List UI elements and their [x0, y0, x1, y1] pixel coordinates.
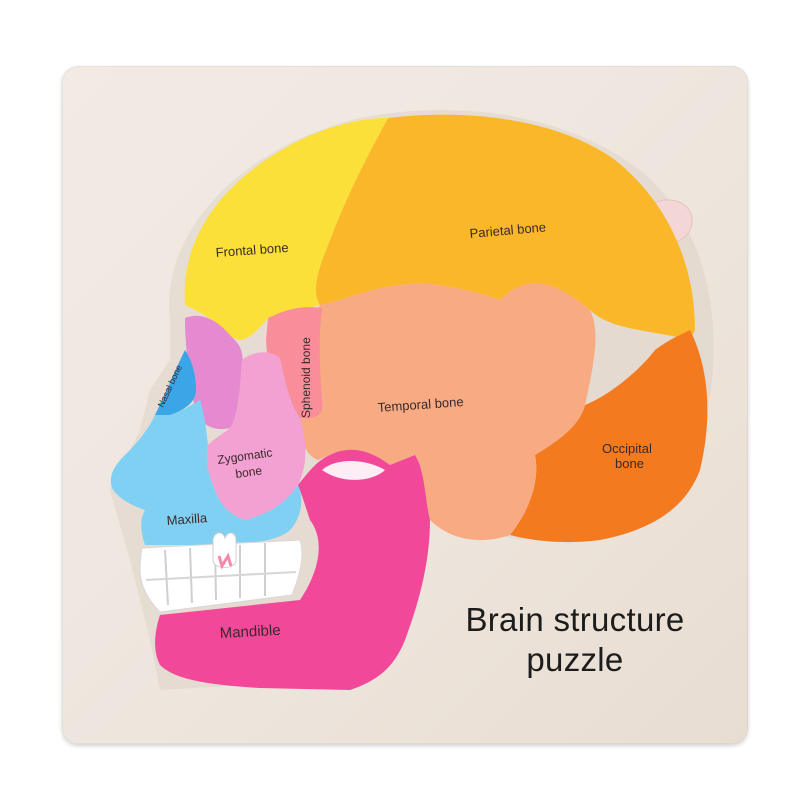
mandible-piece[interactable]: [155, 449, 431, 690]
zygomatic-bone-piece[interactable]: [206, 352, 306, 520]
jaw-notch: [322, 461, 385, 480]
puzzle-title: Brain structure puzzle: [430, 600, 720, 680]
zygomatic-bone-label-line2: bone: [234, 463, 263, 481]
title-line-1: Brain structure: [465, 601, 685, 638]
parietal-bone-piece[interactable]: [315, 114, 695, 340]
parietal-bone-label: Parietal bone: [469, 219, 547, 241]
frontal-bone-label: Frontal bone: [215, 240, 289, 260]
mandible-label: Mandible: [219, 622, 281, 642]
occipital-bone-label-line1: Occipital: [602, 441, 652, 456]
nasal-bone-piece[interactable]: [155, 350, 196, 415]
occipital-bone-label-line2: bone: [615, 456, 644, 471]
teeth-row[interactable]: [139, 539, 303, 613]
maxilla-label: Maxilla: [166, 510, 208, 528]
temporal-bone-label: Temporal bone: [377, 394, 464, 415]
maxilla-piece[interactable]: [110, 400, 302, 545]
temporal-bone-piece[interactable]: [300, 283, 596, 540]
title-line-2: puzzle: [526, 641, 624, 678]
occipital-bone-piece[interactable]: [510, 330, 708, 543]
sphenoid-bone-label: Sphenoid bone: [299, 337, 313, 418]
frontal-bone-piece[interactable]: [184, 118, 388, 340]
loose-tooth[interactable]: [212, 532, 237, 570]
